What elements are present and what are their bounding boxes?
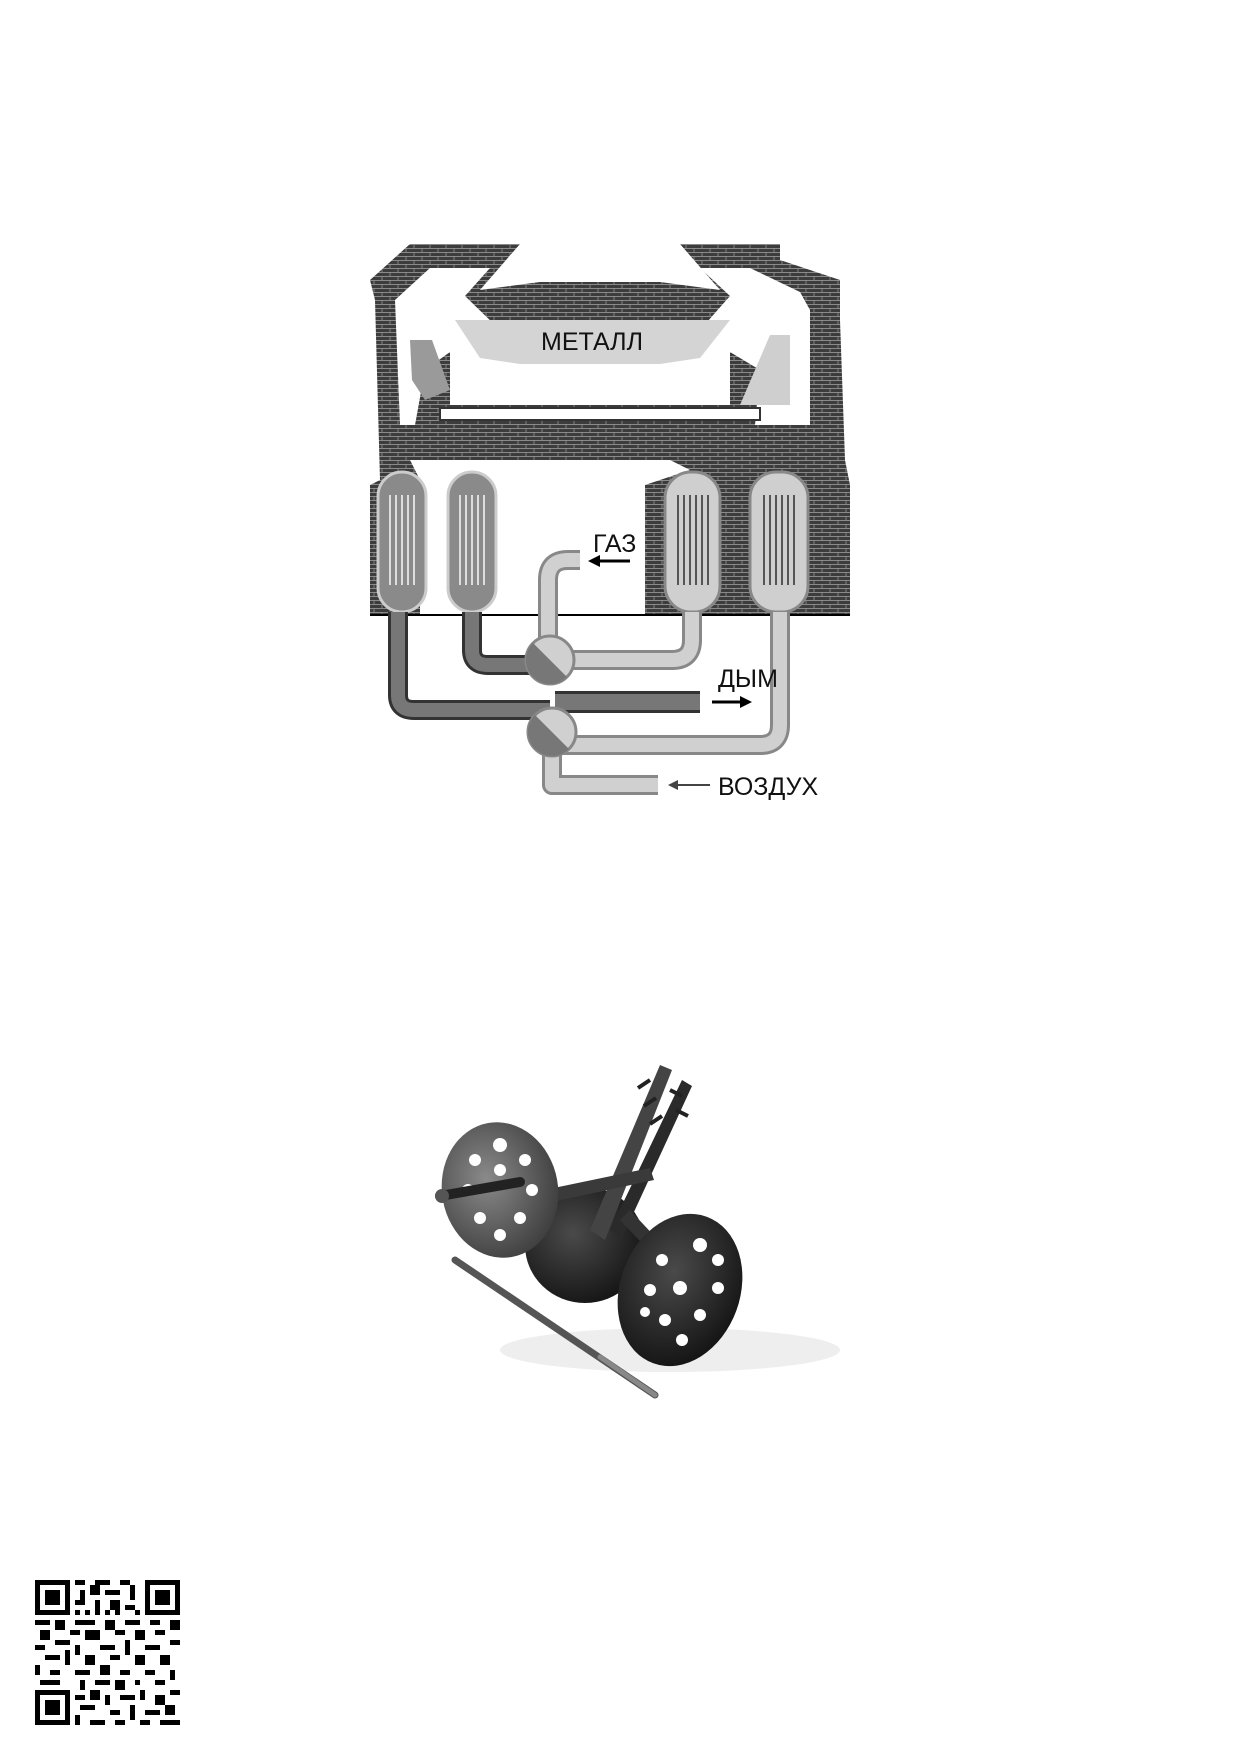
reversing-valve-upper bbox=[524, 634, 576, 686]
gas-arrow-icon bbox=[588, 555, 630, 567]
regenerator-left-1 bbox=[376, 470, 428, 614]
air-arrow-icon bbox=[668, 780, 710, 790]
insulation-dowels-image bbox=[400, 1050, 870, 1410]
regenerator-right-2 bbox=[748, 470, 810, 614]
furnace-diagram: МЕТАЛЛ ГАЗ ДЫМ ВОЗДУХ bbox=[370, 244, 850, 801]
flue-ducts bbox=[388, 550, 790, 795]
regenerator-left-2 bbox=[446, 470, 498, 614]
dowel-disc-grey bbox=[435, 1122, 559, 1258]
smoke-label: ДЫМ bbox=[718, 665, 778, 693]
gas-label: ГАЗ bbox=[593, 530, 636, 558]
loose-nail bbox=[451, 1256, 659, 1399]
regenerator-right-1 bbox=[663, 470, 722, 614]
metal-label: МЕТАЛЛ bbox=[541, 328, 643, 356]
dowel-disc-rear bbox=[525, 1187, 645, 1303]
reversing-valve-lower bbox=[526, 706, 578, 758]
metal-bath bbox=[455, 320, 730, 364]
qr-code-icon[interactable] bbox=[35, 1580, 180, 1725]
dowel-disc-black bbox=[617, 1213, 743, 1367]
air-label: ВОЗДУХ bbox=[718, 773, 818, 801]
smoke-arrow-icon bbox=[712, 696, 752, 708]
